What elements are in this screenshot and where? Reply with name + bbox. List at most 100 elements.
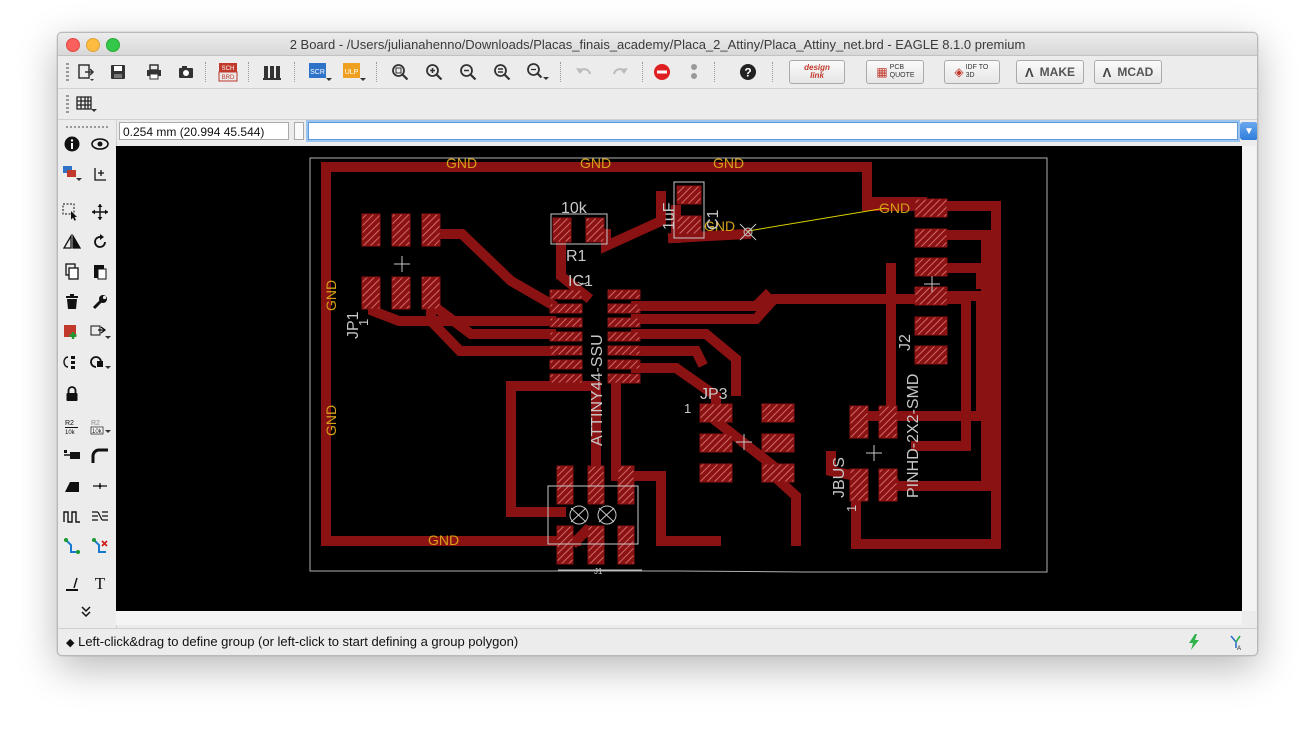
toolbar-separator [642, 62, 644, 82]
pcb-quote-button[interactable]: ▦ PCB QUOTE [866, 60, 924, 84]
idf-to-3d-button[interactable]: ◈ IDF TO 3D [944, 60, 1000, 84]
undo-icon[interactable] [572, 60, 596, 84]
print-icon[interactable] [142, 60, 166, 84]
rotate-icon[interactable] [88, 230, 112, 254]
lock-rotate-icon[interactable] [88, 350, 112, 374]
help-icon[interactable]: ? [736, 60, 760, 84]
cam-processor-icon[interactable] [174, 60, 198, 84]
copper-traces [321, 162, 1001, 549]
smash-icon[interactable] [60, 444, 84, 468]
toolbar-separator [376, 62, 378, 82]
meander-icon[interactable] [60, 504, 84, 528]
diamond-icon: ◆ [66, 637, 75, 649]
pcb-quote-label: PCB QUOTE [889, 64, 915, 79]
mark-icon[interactable] [88, 162, 112, 186]
add-part-icon[interactable] [60, 320, 84, 344]
svg-text:R2: R2 [91, 420, 100, 427]
command-history-dropdown-icon[interactable]: ▼ [1240, 122, 1257, 140]
maximize-window-button[interactable] [106, 38, 120, 52]
design-link-button[interactable]: design link [789, 60, 845, 84]
swap-pads-icon[interactable] [60, 350, 84, 374]
svg-text:BRD: BRD [222, 75, 235, 81]
go-icon[interactable] [682, 60, 706, 84]
zoom-fit-icon[interactable] [388, 60, 412, 84]
r1-value-label: 10k [561, 200, 588, 217]
toolbar-separator [294, 62, 296, 82]
zoom-redraw-icon[interactable] [490, 60, 514, 84]
info-icon[interactable] [60, 132, 84, 156]
text-tool-icon[interactable]: T [94, 574, 106, 593]
replace-icon[interactable] [88, 320, 112, 344]
eagle-window: 2 Board - /Users/julianahenno/Downloads/… [57, 32, 1258, 656]
change-wrench-icon[interactable] [88, 290, 112, 314]
copy-icon[interactable] [60, 260, 84, 284]
gnd-label: GND [580, 155, 611, 171]
make-button[interactable]: Λ MAKE [1016, 60, 1084, 84]
board-canvas[interactable]: GND GND GND GND GND GND GND GND 10k R1 1… [116, 146, 1242, 611]
split-icon[interactable] [60, 474, 84, 498]
idf-label: IDF TO 3D [965, 64, 989, 79]
close-window-button[interactable] [66, 38, 80, 52]
svg-text:10k: 10k [65, 430, 76, 435]
toolbar-grip[interactable] [66, 95, 69, 113]
jbus-pin-label: 1 [844, 505, 859, 512]
paste-icon[interactable] [88, 260, 112, 284]
jp3-pin-label: 1 [684, 401, 691, 416]
move-icon[interactable] [88, 200, 112, 224]
svg-text:ULP: ULP [345, 69, 359, 76]
ratsnest-lightning-icon[interactable] [1185, 633, 1203, 651]
make-label: MAKE [1039, 65, 1075, 79]
window-title: 2 Board - /Users/julianahenno/Downloads/… [289, 37, 1026, 52]
grid-icon[interactable] [74, 92, 98, 116]
zoom-out-icon[interactable] [456, 60, 480, 84]
ulp-icon[interactable]: ULP [342, 60, 366, 84]
miter-icon[interactable] [88, 444, 112, 468]
status-message: ◆ Left-click&drag to define group (or le… [66, 634, 518, 649]
delete-trash-icon[interactable] [60, 290, 84, 314]
show-eye-icon[interactable] [88, 132, 112, 156]
zoom-in-icon[interactable] [422, 60, 446, 84]
gnd-label: GND [428, 532, 459, 548]
via-marker-icon [739, 223, 757, 241]
lock-icon[interactable] [60, 382, 84, 406]
horizontal-scrollbar[interactable] [116, 611, 1242, 625]
autorouter-icon[interactable]: A [1227, 633, 1245, 651]
stop-icon[interactable] [650, 60, 674, 84]
command-line-handle[interactable] [294, 122, 304, 140]
script-icon[interactable]: SCR [308, 60, 332, 84]
ripup-icon[interactable] [88, 534, 112, 558]
j2-value-label: PINHD-2X2-SMD [905, 374, 922, 498]
library-icon[interactable] [260, 60, 284, 84]
airwire [747, 207, 887, 232]
toolbar-separator [714, 62, 716, 82]
minimize-window-button[interactable] [86, 38, 100, 52]
route-icon[interactable] [60, 534, 84, 558]
mirror-icon[interactable] [60, 230, 84, 254]
name-icon[interactable]: R2 10k [60, 414, 84, 438]
group-select-icon[interactable] [60, 200, 84, 224]
redo-icon[interactable] [608, 60, 632, 84]
command-input[interactable] [308, 122, 1238, 140]
save-icon[interactable] [106, 60, 130, 84]
mcad-label: MCAD [1117, 65, 1154, 79]
jp3-name-label: JP3 [700, 386, 728, 403]
mcad-button[interactable]: Λ MCAD [1094, 60, 1162, 84]
toolbar-grip[interactable] [66, 63, 69, 81]
pcb-layout[interactable]: GND GND GND GND GND GND GND GND 10k R1 1… [116, 146, 1242, 611]
display-layers-icon[interactable] [60, 162, 84, 186]
toolbar-separator [205, 62, 207, 82]
wire-line-icon[interactable] [60, 572, 84, 596]
zoom-select-icon[interactable] [526, 60, 550, 84]
vertical-scrollbar[interactable] [1242, 146, 1256, 611]
secondary-toolbar [58, 89, 1257, 120]
gnd-label: GND [879, 200, 910, 216]
optimize-icon[interactable] [88, 474, 112, 498]
idf-icon: ◈ [954, 65, 964, 79]
svg-text:SCR: SCR [310, 69, 325, 76]
route-diff-pair-icon[interactable] [88, 504, 112, 528]
more-tools-chevron-icon[interactable] [74, 600, 98, 624]
svg-text:R2: R2 [65, 420, 74, 427]
open-file-icon[interactable] [74, 60, 98, 84]
